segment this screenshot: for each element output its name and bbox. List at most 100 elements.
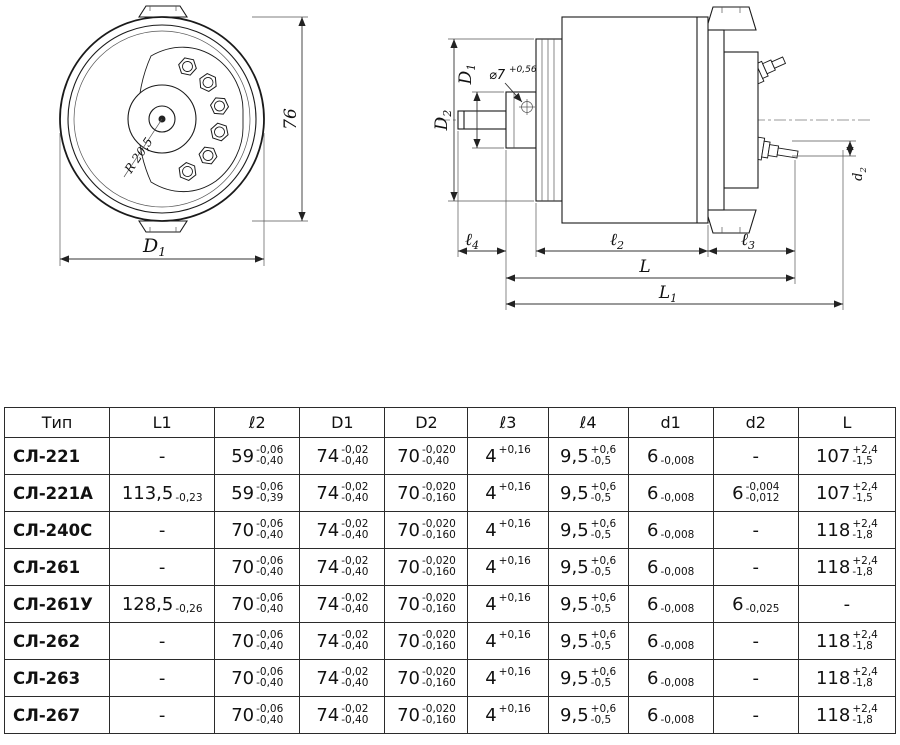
- value-cell: -: [712, 622, 799, 660]
- side-bottom-lug: [705, 209, 757, 234]
- dim-label-L1: L1: [658, 283, 677, 305]
- value-cell: 70-0,06-0,40: [214, 696, 301, 734]
- value-cell: 4+0,16: [467, 622, 549, 660]
- value-cell: 70-0,020-0,160: [384, 622, 469, 660]
- front-housing: [535, 38, 563, 202]
- value-cell: 6-0,008: [627, 437, 714, 475]
- value-cell: 6-0,008: [627, 511, 714, 549]
- value-cell: -: [712, 659, 799, 697]
- value-cell: 4+0,16: [467, 585, 549, 623]
- value-cell: 4+0,16: [467, 696, 549, 734]
- value-cell: 74-0,02-0,40: [299, 511, 386, 549]
- type-cell: СЛ-267: [3, 696, 111, 734]
- value-cell: 70-0,06-0,40: [214, 585, 301, 623]
- value-cell: 6-0,008: [627, 585, 714, 623]
- value-cell: 70-0,06-0,40: [214, 622, 301, 660]
- value-cell: 9,5+0,6-0,5: [547, 659, 629, 697]
- front-bottom-lug: [137, 220, 189, 233]
- dim-label-l3: ℓ3: [741, 230, 755, 252]
- type-cell: СЛ-261У: [3, 585, 111, 623]
- value-cell: -: [712, 696, 799, 734]
- value-cell: 74-0,02-0,40: [299, 622, 386, 660]
- value-cell: 70-0,020-0,160: [384, 659, 469, 697]
- value-cell: 70-0,020-0,40: [384, 437, 469, 475]
- type-cell: СЛ-261: [3, 548, 111, 586]
- column-header: L: [797, 407, 897, 438]
- value-cell: -: [109, 511, 216, 549]
- dim-label-l2: ℓ2: [610, 230, 624, 252]
- type-cell: СЛ-262: [3, 622, 111, 660]
- value-cell: 107+2,4-1,5: [797, 437, 897, 475]
- end-bell: [707, 29, 725, 211]
- value-cell: 74-0,02-0,40: [299, 659, 386, 697]
- value-cell: 59-0,06-0,40: [214, 437, 301, 475]
- value-cell: 113,5-0,23: [109, 474, 216, 512]
- value-cell: 6-0,008: [627, 474, 714, 512]
- column-header: ℓ4: [547, 407, 629, 438]
- value-cell: 6-0,008: [627, 548, 714, 586]
- terminal-stud-lower: [753, 136, 799, 161]
- value-cell: 70-0,06-0,40: [214, 659, 301, 697]
- dim-label-L: L: [638, 257, 650, 277]
- value-cell: 9,5+0,6-0,5: [547, 696, 629, 734]
- value-cell: 6-0,008: [627, 696, 714, 734]
- value-cell: 6-0,004-0,012: [712, 474, 799, 512]
- value-cell: 9,5+0,6-0,5: [547, 585, 629, 623]
- value-cell: 70-0,020-0,160: [384, 548, 469, 586]
- value-cell: 59-0,06-0,39: [214, 474, 301, 512]
- value-cell: 74-0,02-0,40: [299, 548, 386, 586]
- face-ring: [73, 30, 251, 208]
- value-cell: 9,5+0,6-0,5: [547, 437, 629, 475]
- value-cell: 107+2,4-1,5: [797, 474, 897, 512]
- technical-drawing: R 20,5 76 D1: [59, 5, 872, 310]
- value-cell: 118+2,4-1,8: [797, 622, 897, 660]
- front-top-lug: [137, 5, 189, 18]
- value-cell: 4+0,16: [467, 437, 549, 475]
- value-cell: 4+0,16: [467, 548, 549, 586]
- value-cell: 74-0,02-0,40: [299, 585, 386, 623]
- column-header: ℓ2: [214, 407, 301, 438]
- column-header: D2: [384, 407, 469, 438]
- value-cell: 9,5+0,6-0,5: [547, 548, 629, 586]
- value-cell: 6-0,025: [712, 585, 799, 623]
- value-cell: -: [712, 437, 799, 475]
- column-header: Тип: [3, 407, 111, 438]
- column-header: d1: [627, 407, 714, 438]
- dim-label-d2-terminal: d2: [851, 167, 868, 181]
- value-cell: 4+0,16: [467, 511, 549, 549]
- column-header: L1: [109, 407, 216, 438]
- shaft: [457, 110, 507, 130]
- callout-leader: [504, 82, 523, 103]
- value-cell: 118+2,4-1,8: [797, 659, 897, 697]
- type-cell: СЛ-263: [3, 659, 111, 697]
- type-cell: СЛ-240С: [3, 511, 111, 549]
- value-cell: -: [712, 548, 799, 586]
- type-cell: СЛ-221: [3, 437, 111, 475]
- radius-leader: [123, 118, 163, 178]
- value-cell: 70-0,020-0,160: [384, 696, 469, 734]
- value-cell: 6-0,008: [627, 659, 714, 697]
- value-cell: 70-0,020-0,160: [384, 474, 469, 512]
- dim-label-d1: D1: [142, 235, 166, 259]
- value-cell: -: [109, 437, 216, 475]
- value-cell: -: [109, 659, 216, 697]
- value-cell: 70-0,06-0,40: [214, 548, 301, 586]
- side-view: ⌀7 +0,56 D2 D1 d2: [432, 6, 872, 310]
- value-cell: 74-0,02-0,40: [299, 437, 386, 475]
- value-cell: 118+2,4-1,8: [797, 511, 897, 549]
- shaft-dia-label: ⌀7: [489, 68, 506, 83]
- value-cell: 4+0,16: [467, 474, 549, 512]
- column-header: d2: [712, 407, 799, 438]
- inner-housing-circle: [67, 24, 257, 214]
- value-cell: 118+2,4-1,8: [797, 696, 897, 734]
- value-cell: -: [712, 511, 799, 549]
